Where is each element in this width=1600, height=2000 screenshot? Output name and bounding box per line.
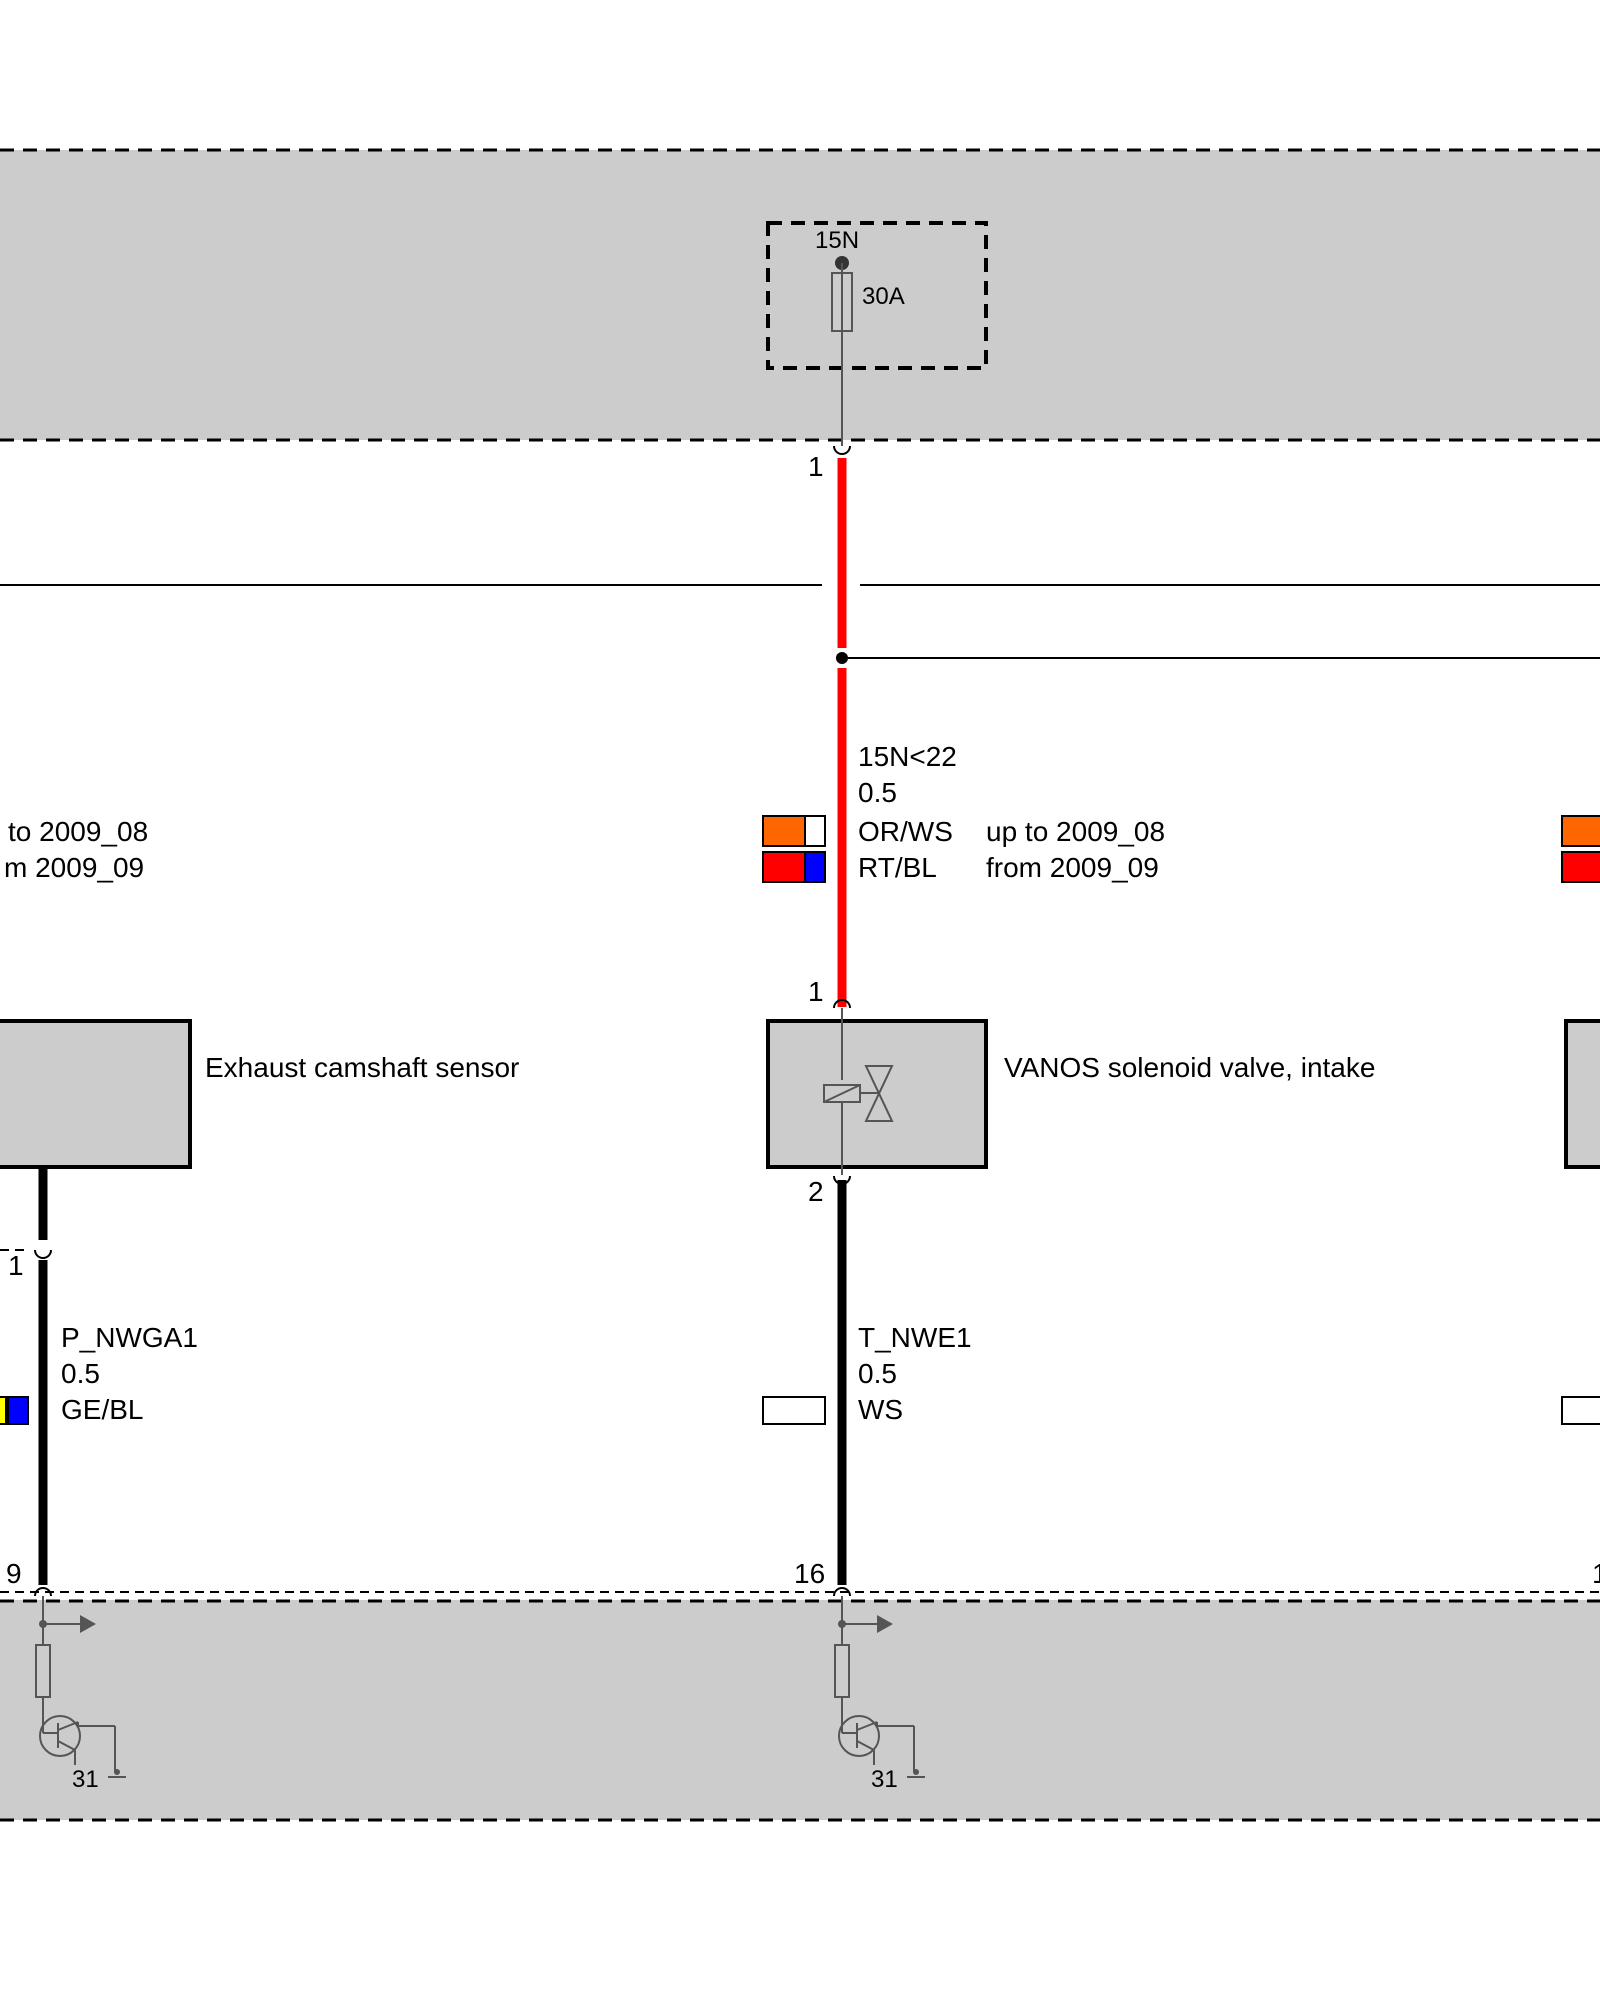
exhaust-camshaft-sensor: Exhaust camshaft sensor [0, 1019, 519, 1169]
fuse-rating-label: 30A [862, 283, 905, 310]
center-ground-label: 31 [871, 1766, 898, 1793]
swatch-or-ws [762, 815, 826, 847]
bottom-control-panel [0, 1591, 1600, 1822]
right-edge-pin: 1 [1592, 1558, 1600, 1589]
swatch-ge-bl [0, 1396, 29, 1425]
left-validity-2: m 2009_09 [4, 852, 144, 883]
vanos-label: VANOS solenoid valve, intake [1004, 1052, 1375, 1083]
validity-variant-2: from 2009_09 [986, 852, 1159, 883]
center-wire-gauge: 0.5 [858, 1358, 897, 1389]
left-ground-label: 31 [72, 1766, 99, 1793]
ground-icon [108, 1769, 126, 1778]
supply-top-pin: 1 [808, 451, 824, 482]
left-wire-top-pin: 1 [8, 1250, 24, 1281]
right-partial-swatches [1561, 815, 1600, 1425]
right-partial-component [1564, 1019, 1600, 1169]
center-wire-name: T_NWE1 [858, 1322, 972, 1353]
arrow-right-icon [877, 1615, 893, 1633]
exhaust-sensor-label: Exhaust camshaft sensor [205, 1052, 519, 1083]
color-code-variant-2: RT/BL [858, 852, 937, 883]
vanos-top-pin: 1 [808, 976, 824, 1007]
supply-wire-labels: 15N<22 0.5 OR/WS up to 2009_08 RT/BL fro… [762, 741, 1165, 883]
left-wire-bottom-pin: 9 [6, 1558, 22, 1589]
color-code-variant-1: OR/WS [858, 816, 953, 847]
vanos-solenoid-valve: 1 VANOS solenoid valve, intake [766, 976, 1375, 1185]
center-wire-color: WS [858, 1394, 903, 1425]
supply-wire: 1 [808, 445, 1600, 1007]
left-validity-1: to 2009_08 [8, 816, 148, 847]
center-wire-bottom-pin: 16 [794, 1558, 825, 1589]
left-wire-gauge: 0.5 [61, 1358, 100, 1389]
left-wire-name: P_NWGA1 [61, 1322, 198, 1353]
left-partial-labels: to 2009_08 m 2009_09 [4, 816, 148, 883]
fuse-box: 15N 30A [766, 221, 988, 446]
left-wire-color: GE/BL [61, 1394, 143, 1425]
validity-variant-1: up to 2009_08 [986, 816, 1165, 847]
left-driver-circuit: 31 [34, 1587, 126, 1793]
supply-wire-gauge: 0.5 [858, 777, 897, 808]
ground-icon [907, 1769, 925, 1778]
transistor-icon [838, 1715, 915, 1772]
center-wire-top-pin: 2 [808, 1176, 824, 1207]
swatch-rt-bl [762, 851, 826, 883]
supply-wire-name: 15N<22 [858, 741, 957, 772]
center-signal-wire: 2 T_NWE1 0.5 WS 16 [762, 1176, 972, 1589]
arrow-right-icon [80, 1615, 96, 1633]
transistor-icon [39, 1715, 116, 1772]
center-driver-circuit: 31 [833, 1587, 925, 1793]
fuse-terminal-label: 15N [815, 227, 859, 254]
top-power-panel [0, 148, 1600, 442]
splice-dot [836, 652, 848, 664]
swatch-ws [762, 1396, 826, 1425]
left-signal-wire: 1 P_NWGA1 0.5 GE/BL 9 [0, 1167, 198, 1589]
